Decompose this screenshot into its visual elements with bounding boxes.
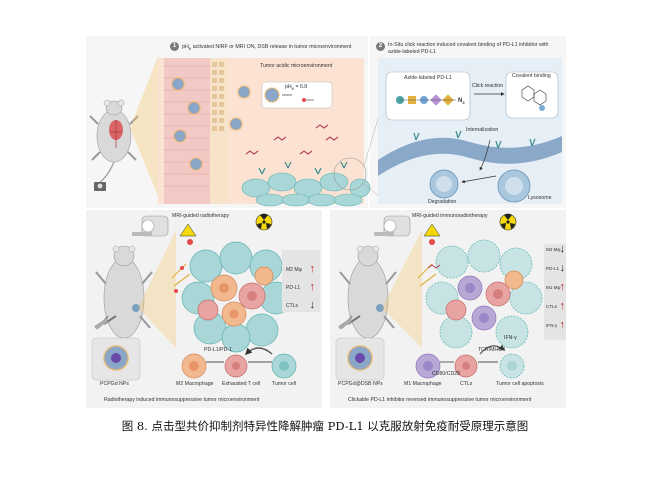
ctls-label: CTLs [460,381,473,387]
panel2-title: In-Situ click reaction induced covalent … [388,42,549,55]
tcr-label: TCR/MHC-I [478,347,506,353]
radiation-icon-right [499,213,517,231]
degradation-label: Degradation [428,199,457,205]
marker-label: M1 Mφ [546,285,561,290]
panel3-footer: Radiotherapy induced immunosuppressive t… [104,397,260,403]
panel2-number: 2 [376,42,385,51]
arrow-up-icon: ↑ [309,263,316,275]
marker-label: PD-L1 [546,266,560,271]
marker-row: M2 Mφ↓ [544,242,566,258]
mri-guided-immunoradiotherapy-label: MRI-guided immunoradiotherapy [412,213,488,219]
np-label-left: PCPGd NPs [100,381,129,387]
arrow-down-icon: ↓ [559,262,566,274]
arrow-down-icon: ↓ [559,243,566,255]
radiation-icon-left [255,213,273,231]
marker-label: M2 Mφ [546,247,561,252]
m2-macrophage-label: M2 Macrophage [176,381,214,387]
marker-row: IFN-γ↑ [544,318,566,334]
marker-label: CTLs [286,303,298,309]
mri-scanner-icon-right [374,215,411,237]
dsb-molecules [245,124,339,155]
marker-row: PD-L1 ↑ [282,280,320,296]
apoptosis-label: Tumor cell apoptosis [496,381,544,387]
marker-row: M2 Mφ ↑ [282,262,320,278]
tumor-cells-p1 [241,172,371,207]
marker-row: PD-L1↓ [544,261,566,277]
marker-label: M2 Mφ [286,267,302,273]
m1-macrophage-label: M1 Macrophage [404,381,442,387]
marker-box-left: M2 Mφ ↑ PD-L1 ↑ CTLs ↓ [282,262,320,316]
marker-label: PD-L1 [286,285,301,291]
figure-caption: 图 8. 点击型共价抑制剂特异性降解肿瘤 PD-L1 以克服放射免疫耐受原理示意… [121,419,529,433]
internalization-label: Internalization [466,127,499,133]
cd80-label: CD80/CD28 [432,371,460,377]
panel1-title: pHe activated NIRF or MRI ON, DSB releas… [182,44,352,52]
figure-art [86,36,566,408]
arrow-up-icon: ↑ [559,281,566,293]
np-label-right: PCPGd@DSB NPs [338,381,383,387]
click-reaction-label: Click reaction [472,83,504,89]
cell-cluster-left [181,241,293,353]
nanoparticles-vessel [171,77,251,171]
panel1-number: 1 [170,42,179,51]
mri-guided-radiotherapy-label: MRI-guided radiotherapy [172,213,230,219]
marker-label: CTLs [546,304,557,309]
marker-row: CTLs ↓ [282,298,320,314]
arrow-down-icon: ↓ [309,299,316,311]
cell-cluster-right [425,239,543,349]
mouse-top-icon [89,99,139,183]
marker-row: CTLs↑ [544,299,566,315]
covalent-binding-label: Covalent binding [512,73,551,79]
azide-label: Azide-labeled PD-L1 [404,75,452,81]
figure: 1 pHe activated NIRF or MRI ON, DSB rele… [86,36,566,408]
arrow-up-icon: ↑ [309,281,316,293]
tumor-cell-label: Tumor cell [272,381,297,387]
panel4-footer: Clickable PD-L1 inhibitor reversed immun… [348,397,532,403]
mri-scanner-icon-left [132,215,169,237]
ph-label: pHe = 6.8 [285,84,308,92]
marker-row: M1 Mφ↑ [544,280,566,296]
marker-box-right: M2 Mφ↓ PD-L1↓ M1 Mφ↑ CTLs↑ IFN-γ↑ [544,242,566,340]
pdl1-pd1-label: PD-L1/PD-1 [204,347,232,353]
tumor-acidic-label: Tumor acidic microenvironment [260,63,333,69]
arrow-up-icon: ↑ [559,300,566,312]
marker-label: IFN-γ [546,323,558,328]
exhausted-t-label: Exhausted T cell [222,381,261,387]
n3-label: N3 [458,98,465,106]
arrow-up-icon: ↑ [559,319,566,331]
ifn-label: IFN-γ [504,335,517,341]
lysosome-label: Lysosome [528,195,552,201]
